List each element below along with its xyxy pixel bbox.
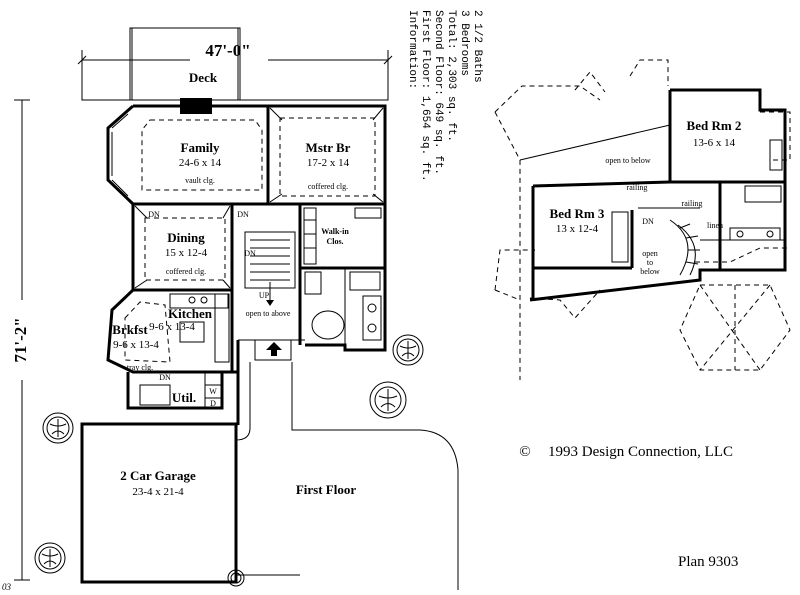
copyright-symbol: ©: [519, 444, 530, 460]
dn-mark-stair: DN: [244, 249, 256, 258]
dn-mark-util: DN: [159, 373, 171, 382]
family-bay-windows: [111, 113, 129, 197]
laundry-counter: [139, 384, 171, 406]
width-dimension: 47'-0": [77, 40, 393, 70]
first-floor-labels: Family 24-6 x 14 vault clg. Mstr Br 17-2…: [112, 140, 356, 498]
depth-dimension: 71'-2": [8, 99, 32, 581]
dn-mark-hall: DN: [237, 210, 249, 219]
dn-mark-dining: DN: [148, 210, 160, 219]
master-room-name: Mstr Br: [306, 140, 351, 155]
ceiling-outlines: [124, 107, 384, 363]
tree-shrubs: [34, 334, 424, 587]
depth-dimension-label: 71'-2": [11, 317, 30, 362]
dining-room-name: Dining: [167, 230, 205, 245]
railing-label-2: railing: [682, 199, 703, 208]
open-below-stair-2: to: [647, 258, 653, 267]
second-floor-bath: [611, 139, 783, 263]
second-floor-labels: Bed Rm 2 13-6 x 14 Bed Rm 3 13 x 12-4 op…: [550, 118, 742, 276]
walkin-closet-name: Walk-in: [321, 227, 349, 236]
open-to-above-label: open to above: [246, 309, 291, 318]
railing-label-1: railing: [627, 183, 648, 192]
breakfast-name: Brkfst: [112, 322, 148, 337]
open-below-stair-3: below: [640, 267, 660, 276]
walkin-closet-shelves: [303, 207, 382, 265]
family-room-name: Family: [181, 140, 220, 155]
open-to-below-label: open to below: [605, 156, 651, 165]
first-floor-walls: [106, 104, 387, 425]
up-mark-stair: UP: [259, 291, 270, 300]
family-room-note: vault clg.: [185, 176, 215, 185]
info-heading: Information:: [406, 10, 418, 89]
linen-label: linen: [707, 221, 723, 230]
kitchen-counters: [169, 293, 230, 363]
info-line-baths: 2 1/2 Baths: [471, 10, 483, 83]
info-block: Information: First Floor: 1,654 sq. ft. …: [406, 10, 483, 182]
garage-size: 23-4 x 21-4: [132, 486, 184, 498]
corner-mark: 03: [2, 582, 12, 592]
fireplace: [180, 98, 212, 114]
breakfast-note: tray clg.: [127, 363, 153, 372]
driveway: [235, 362, 459, 590]
second-floor-stair: [669, 219, 700, 276]
first-floor-label: First Floor: [296, 482, 357, 497]
plan-number: Plan 9303: [678, 554, 738, 570]
bed2-name: Bed Rm 2: [687, 118, 742, 133]
garage: [80, 422, 239, 584]
bed2-size: 13-6 x 14: [693, 137, 736, 149]
walkin-closet-name2: Clos.: [326, 237, 343, 246]
width-dimension-label: 47'-0": [205, 41, 250, 60]
master-room-note: coffered clg.: [308, 182, 348, 191]
dining-room-size: 15 x 12-4: [165, 247, 208, 259]
second-floor-walls: [519, 88, 787, 302]
washer-mark: W: [209, 387, 217, 396]
family-room-size: 24-6 x 14: [179, 157, 222, 169]
garage-name: 2 Car Garage: [120, 468, 196, 483]
entry: [238, 339, 305, 361]
info-line-total: Total: 2,303 sq. ft.: [445, 10, 457, 142]
open-below-stair-1: open: [642, 249, 658, 258]
first-floor-stair: [244, 231, 296, 306]
bed3-name: Bed Rm 3: [550, 206, 605, 221]
utility-name: Util.: [172, 390, 196, 405]
kitchen-size: 9-6 x 13-4: [149, 321, 195, 333]
bed3-size: 13 x 12-4: [556, 223, 599, 235]
breakfast-size: 9-6 x 13-4: [113, 339, 159, 351]
kitchen-name: Kitchen: [168, 306, 213, 321]
master-room-size: 17-2 x 14: [307, 157, 350, 169]
deck-label: Deck: [189, 70, 218, 85]
deck: Deck: [81, 27, 389, 101]
info-line-first-floor: First Floor: 1,654 sq. ft.: [419, 10, 431, 182]
info-line-bedrooms: 3 Bedrooms: [458, 10, 470, 76]
info-line-second-floor: Second Floor: 649 sq. ft.: [432, 10, 444, 175]
master-bath-fixtures: [304, 271, 382, 341]
entry-arrow-icon: [266, 342, 282, 356]
copyright-label: 1993 Design Connection, LLC: [548, 444, 733, 460]
dn-mark-second: DN: [642, 217, 654, 226]
dryer-mark: D: [210, 399, 216, 408]
dining-room-note: coffered clg.: [166, 267, 206, 276]
